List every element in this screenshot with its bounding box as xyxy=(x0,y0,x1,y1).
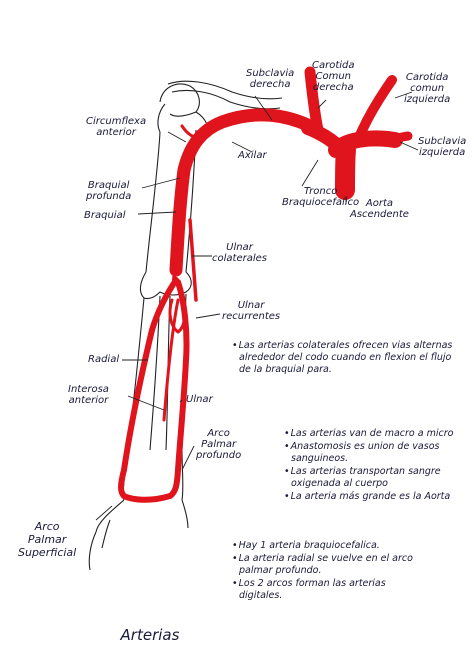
label-carotida-comun-derecha: Carotida Comun derecha xyxy=(312,60,355,93)
radial-vessel xyxy=(118,277,179,499)
label-ulnar-recurrentes-line2: recurrentes xyxy=(222,311,281,322)
label-braquial-profunda: Braquial profunda xyxy=(86,180,131,202)
label-aps-line2: Palmar xyxy=(27,533,67,546)
label-braquial: Braquial xyxy=(84,210,126,221)
note-item: La arteria radial se vuelve en el arco p… xyxy=(232,553,432,577)
arteries xyxy=(118,66,413,503)
circunflexa-anterior-vessel xyxy=(180,124,202,140)
ulnar-recurrente-vessel xyxy=(168,298,187,334)
label-tronco-line2: Braquiocefalico xyxy=(282,197,360,208)
label-ccd-line1: Carotida xyxy=(312,60,355,71)
interosa-vessel xyxy=(162,298,180,422)
note-item: Las arterias transportan sangre oxigenad… xyxy=(284,466,468,490)
label-arco-palmar-profundo: Arco Palmar profundo xyxy=(196,428,241,461)
label-aps-line3: Superficial xyxy=(18,546,77,559)
label-subclavia-izquierda: Subclavia izquierda xyxy=(418,136,466,158)
label-aorta-ascendente: Aorta Ascendente xyxy=(350,198,409,220)
label-cci-line1: Carotida xyxy=(405,72,449,83)
ulnar-colateral-vessel xyxy=(188,218,198,302)
label-circunflexa-anterior: Circumflexa anterior xyxy=(86,116,146,138)
notes-collateral: Las arterias colaterales ofrecen vias al… xyxy=(232,340,454,377)
label-ccd-line2: Comun xyxy=(315,71,352,82)
label-arco-palmar-superficial: Arco Palmar Superficial xyxy=(18,520,76,559)
label-app-line3: profundo xyxy=(196,450,242,461)
label-carotida-comun-izquierda: Carotida comun izquierda xyxy=(404,72,450,105)
note-item: Los 2 arcos forman las arterias digitale… xyxy=(232,578,432,602)
clavicle xyxy=(167,80,283,100)
label-app-line1: Arco xyxy=(207,428,230,439)
aorta-ascendente xyxy=(335,140,356,200)
hand xyxy=(95,499,125,533)
carotida-comun-derecha xyxy=(304,66,324,136)
label-axilar: Axilar xyxy=(238,150,267,161)
carotida-comun-izquierda xyxy=(353,75,397,145)
notes-summary: Hay 1 arteria braquiocefalica. La arteri… xyxy=(232,540,432,603)
label-circunflexa-line1: Circumflexa xyxy=(86,116,147,127)
label-subclavia-derecha-line1: Subclavia xyxy=(246,68,295,79)
humerus xyxy=(145,131,161,273)
note-item: La arteria más grande es la Aorta xyxy=(284,491,468,503)
label-subclavia-izquierda-line1: Subclavia xyxy=(418,136,467,147)
label-cci-line2: comun xyxy=(410,83,445,94)
label-interosa-line1: Interosa xyxy=(68,384,109,395)
label-tronco-braquiocefalico: Tronco Braquiocefalico xyxy=(282,186,359,208)
label-subclavia-derecha: Subclavia derecha xyxy=(246,68,294,90)
label-aps-line1: Arco xyxy=(34,520,60,533)
label-braquial-profunda-line1: Braquial xyxy=(87,180,130,191)
label-ulnar-recurrentes-line1: Ulnar xyxy=(237,300,265,311)
label-circunflexa-line2: anterior xyxy=(96,127,136,138)
notes-arteries: Las arterias van de macro a micro Anasto… xyxy=(284,428,468,504)
note-item: Anastomosis es union de vasos sanguineos… xyxy=(284,441,468,465)
page-title: Arterias xyxy=(120,626,180,644)
label-aorta-line2: Ascendente xyxy=(350,209,409,220)
label-ulnar: Ulnar xyxy=(186,394,213,405)
label-app-line2: Palmar xyxy=(201,439,237,450)
label-ulnar-recurrentes: Ulnar recurrentes xyxy=(222,300,280,322)
label-ulnar-colaterales-line2: colaterales xyxy=(212,253,267,264)
label-ccd-line3: derecha xyxy=(312,82,354,93)
braquial-profunda-vessel xyxy=(172,166,188,282)
label-tronco-line1: Tronco xyxy=(303,186,338,197)
label-interosa-line2: anterior xyxy=(68,395,109,406)
label-ulnar-colaterales-line1: Ulnar xyxy=(226,242,253,253)
elbow xyxy=(139,271,192,300)
leader-lines xyxy=(95,91,419,521)
note-item: Las arterias van de macro a micro xyxy=(284,428,468,440)
arco-palmar-vessel xyxy=(121,493,173,503)
note-item: Las arterias colaterales ofrecen vias al… xyxy=(232,340,454,376)
label-interosa-anterior: Interosa anterior xyxy=(68,384,109,406)
label-subclavia-derecha-line2: derecha xyxy=(249,79,291,90)
label-subclavia-izquierda-line2: izquierda xyxy=(419,147,466,158)
label-radial: Radial xyxy=(88,354,120,365)
label-aorta-line1: Aorta xyxy=(365,198,394,209)
note-item: Hay 1 arteria braquiocefalica. xyxy=(232,540,432,552)
label-braquial-profunda-line2: profunda xyxy=(86,191,132,202)
subclavia-izquierda xyxy=(371,131,413,147)
label-ulnar-colaterales: Ulnar colaterales xyxy=(212,242,267,264)
label-cci-line3: izquierda xyxy=(404,94,451,105)
